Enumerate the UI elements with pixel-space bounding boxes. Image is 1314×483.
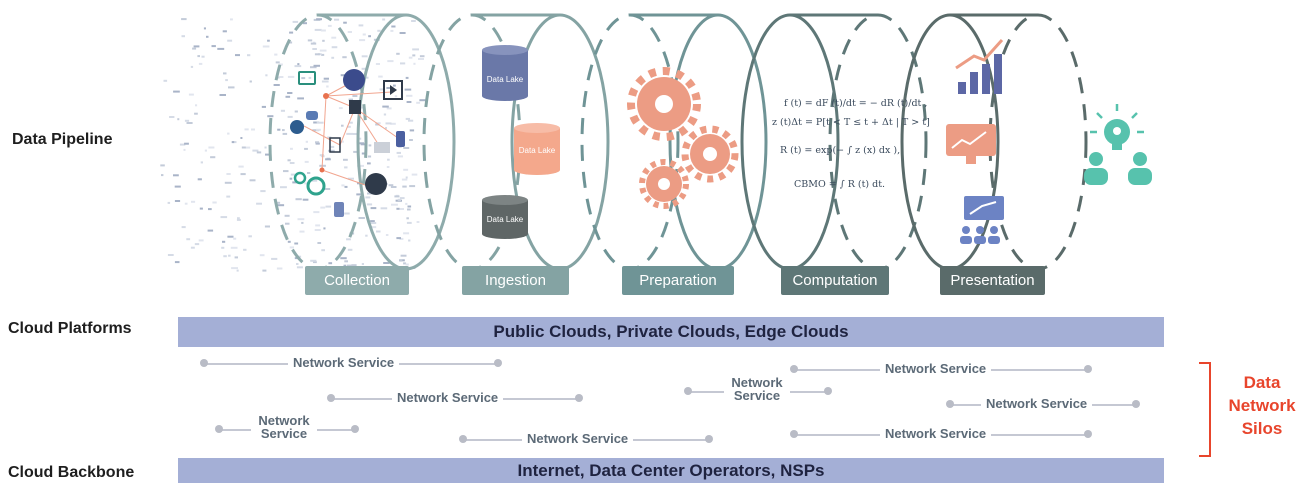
growth-chart-icon — [955, 38, 1004, 94]
stage-computation: Computation — [781, 266, 889, 295]
mail-icon — [374, 142, 390, 153]
chat-icon — [306, 111, 318, 120]
data-lake-label: Data Lake — [487, 215, 524, 224]
network-service-link: Network Service — [327, 390, 583, 405]
network-service-label: Network Service — [288, 355, 400, 370]
data-lake-blue: Data Lake — [482, 45, 528, 101]
network-service-label: Network Service — [522, 431, 634, 446]
cloud-backbone-band: Internet, Data Center Operators, NSPs — [178, 458, 1164, 483]
stage-preparation: Preparation — [622, 266, 734, 295]
network-service-link: Network Service — [790, 361, 1092, 376]
stage-collection: Collection — [305, 266, 409, 295]
globe-icon — [343, 69, 365, 91]
collection-cylinder — [268, 13, 456, 271]
medium-gear-icon — [681, 125, 739, 183]
monitor-icon — [946, 124, 996, 164]
presentation-audience-icon — [960, 196, 1004, 244]
cloud-backbone-label: Cloud Backbone — [8, 464, 135, 481]
data-lake-dark: Data Lake — [482, 195, 528, 239]
org-chart-icon — [349, 100, 361, 114]
cloud-user-icon — [290, 120, 304, 134]
small-gear-icon — [639, 159, 689, 209]
network-service-label: Network Service — [392, 390, 504, 405]
network-service-label: Network Service — [880, 361, 992, 376]
laptop-icon — [298, 71, 316, 85]
tablet-icon — [334, 202, 344, 217]
silo-word: Data — [1243, 373, 1281, 392]
small-gear-icon — [293, 171, 307, 185]
phone-icon — [396, 131, 405, 147]
data-pipeline-label: Data Pipeline — [12, 131, 113, 148]
network-service-link: Network Service — [200, 355, 502, 370]
computation-cylinder — [740, 13, 928, 271]
cloud-platforms-band: Public Clouds, Private Clouds, Edge Clou… — [178, 317, 1164, 347]
document-icon — [329, 137, 341, 153]
formula-reliability: R (t) = exp(− ∫ z (x) dx ), — [780, 145, 900, 156]
insight-icon — [1084, 104, 1152, 185]
data-lake-label: Data Lake — [487, 75, 524, 84]
formula-cbmo: CBMO = ∫ R (t) dt. — [794, 179, 885, 190]
data-lake-orange: Data Lake — [514, 123, 560, 175]
silo-bracket — [1199, 362, 1211, 457]
formulas: f (t) = dF (t)/dt = − dR (t)/dt , z (t)Δ… — [772, 98, 930, 190]
network-service-link: Network Service — [459, 431, 713, 446]
large-gear-icon — [627, 67, 701, 141]
network-service-label: Network Service — [880, 426, 992, 441]
data-network-silos-label: Data Network Silos — [1222, 371, 1302, 440]
network-service-label: Network Service — [981, 396, 1093, 411]
silo-word: Network — [1228, 396, 1296, 415]
share-icon — [365, 173, 387, 195]
stage-presentation: Presentation — [940, 266, 1045, 295]
stage-ingestion: Ingestion — [462, 266, 569, 295]
network-service-link: Network Service — [946, 396, 1140, 411]
play-icon — [383, 80, 403, 100]
pipeline-diagram: Data Lake Data Lake Data Lake f (t) = dF… — [160, 13, 1152, 272]
formula-hazard: z (t)Δt = P[t < T ≤ t + Δt | T > t] — [772, 117, 930, 128]
cloud-platforms-label: Cloud Platforms — [8, 320, 132, 337]
preparation-cylinder — [580, 13, 768, 271]
data-lake-label: Data Lake — [519, 146, 556, 155]
network-service-link: Network Service — [790, 426, 1092, 441]
formula-density: f (t) = dF (t)/dt = − dR (t)/dt , — [784, 98, 927, 109]
gear-icon — [306, 176, 326, 196]
silo-word: Silos — [1241, 419, 1283, 438]
